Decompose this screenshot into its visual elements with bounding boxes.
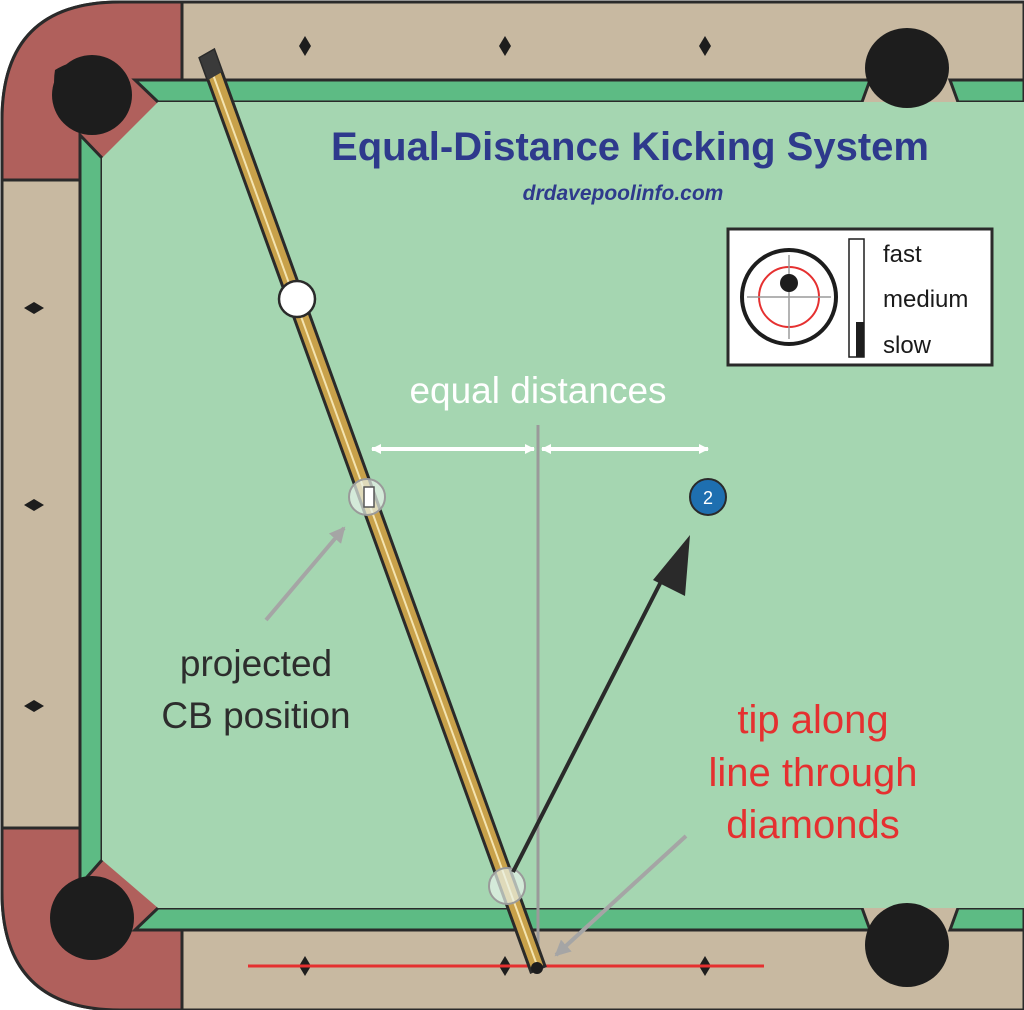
tip-label-line3: diamonds — [726, 803, 899, 847]
cue-ball-path-arrow — [511, 535, 690, 873]
speed-slow-label: slow — [883, 332, 932, 359]
contact-cb-ghost — [488, 867, 526, 905]
diamonds — [24, 36, 711, 976]
projected-label-line1: projected — [180, 643, 332, 684]
diagram-subtitle: drdavepoolinfo.com — [523, 182, 724, 205]
diamond — [24, 700, 44, 712]
speed-bar-fill — [856, 322, 864, 357]
tip-label-line2: line through — [708, 751, 917, 795]
cue-ball — [277, 279, 317, 319]
cue-tip-position-icon — [740, 248, 838, 346]
object-ball-2: 2 — [689, 478, 727, 516]
projected-cb-marker — [363, 486, 375, 508]
equal-distances-label: equal distances — [409, 370, 666, 411]
bottom-cushion — [131, 906, 873, 932]
pocket-bottom-right — [865, 903, 949, 987]
pocket-bottom-left — [50, 876, 134, 960]
ball-number: 2 — [703, 488, 713, 508]
diagram-title: Equal-Distance Kicking System — [331, 125, 929, 169]
tip-label-line1: tip along — [737, 698, 888, 742]
left-cushion — [78, 131, 104, 889]
speed-fast-label: fast — [883, 241, 922, 268]
pocket-top-right — [865, 28, 949, 108]
diamond — [24, 499, 44, 511]
legend-box: fast medium slow — [726, 227, 994, 367]
diamond — [24, 302, 44, 314]
diamond — [499, 36, 511, 56]
tip-pointer-arrow — [554, 834, 688, 957]
projected-label-line2: CB position — [161, 695, 350, 736]
projected-pointer-arrow — [264, 526, 346, 622]
diamond — [699, 36, 711, 56]
diamond — [299, 36, 311, 56]
speed-medium-label: medium — [883, 286, 968, 313]
pockets — [50, 28, 949, 987]
top-cushion — [131, 78, 873, 104]
speed-bar — [848, 238, 865, 358]
